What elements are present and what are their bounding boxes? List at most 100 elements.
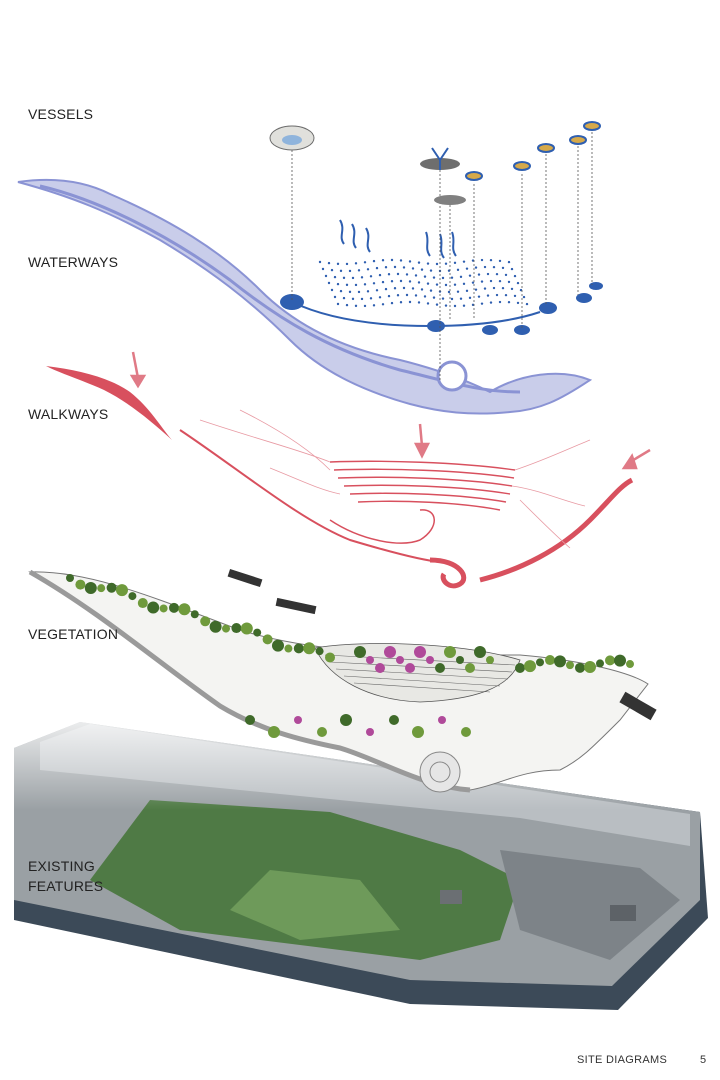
water-dot [372,282,376,285]
water-dot [504,273,508,277]
water-dot [492,286,496,290]
water-dot [516,301,520,305]
water-pools [280,282,603,335]
vegetation-label: VEGETATION [28,626,119,642]
vegetation-dark-block-3 [619,691,657,721]
water-dot [390,258,394,262]
water-dot [432,296,436,299]
water-dot [507,280,511,284]
vegetation-dark-block [227,568,263,588]
water-dot [492,265,496,269]
water-dot [336,302,340,306]
water-dot [372,259,376,263]
water-dot [345,262,349,266]
water-dot [411,287,415,290]
walkway-branches [199,409,591,549]
water-dot [321,267,325,271]
water-dot [360,297,364,301]
water-dot [423,295,427,298]
blossom-tree [366,728,374,736]
tree [293,643,304,654]
water-dot [387,294,391,298]
tree [159,604,168,613]
vegetation-circle-pier [419,751,461,793]
water-dot [444,304,448,307]
waterway-circle-basin [436,360,468,392]
water-dot [378,273,382,277]
water-dot [459,297,463,300]
tree [209,620,222,633]
blossom-tree [426,656,434,664]
water-dot [339,289,343,293]
water-dot [333,275,337,279]
water-dot [378,296,382,299]
tree [178,603,191,616]
tree [465,663,475,673]
water-dot [462,282,466,286]
tree [456,656,464,664]
vessel-turbine-blades [431,147,449,170]
water-dot [426,262,430,265]
water-dot [453,283,457,286]
water-dot [471,303,475,307]
aerial-building-2 [610,905,636,921]
tree [84,582,97,595]
water-dot [456,268,460,272]
water-dot [522,295,526,299]
water-dot [396,294,400,297]
water-dot [339,269,343,273]
water-dot [324,274,328,278]
water-dot [384,287,388,291]
tree [303,642,316,655]
water-dot [495,272,499,276]
water-dot [345,283,349,287]
water-dot [417,281,421,284]
water-dot [318,260,322,264]
water-dot [366,268,370,271]
water-dot [330,288,334,292]
water-dot [342,276,346,280]
water-dot [453,304,457,308]
rain-arrows [339,219,457,259]
water-dot [462,260,466,263]
tree [626,660,634,669]
water-dot [429,269,433,272]
water-dot [414,294,418,297]
water-dot [501,286,505,290]
aerial-parking-lot [500,850,680,960]
tree [545,655,555,666]
water-dot [330,268,334,272]
water-dot [507,300,511,304]
water-dot [489,258,493,262]
waterways-layer [17,178,603,415]
water-dot [369,275,373,278]
water-dot [369,297,373,300]
water-dot [468,296,472,300]
water-dot [498,279,502,283]
water-dot [432,276,436,279]
water-dot [516,281,520,285]
water-dot [489,301,493,304]
vegetation-layer [28,568,657,793]
blossom-tree [375,663,385,673]
water-dot [396,272,400,276]
vegetation-dark-block-2 [275,597,317,615]
vegetation-edge-band [28,569,471,793]
water-dot [333,295,337,299]
tree [354,646,366,658]
vessel-cisterns [465,121,601,181]
tree [317,727,327,737]
water-dot [420,268,424,271]
tree [137,598,148,609]
tree [524,660,536,673]
water-dot [420,288,424,291]
walkways-label: WALKWAYS [28,406,109,422]
water-dot [342,296,346,300]
blossom-tree [405,663,415,673]
vessels-layer [269,121,601,380]
tree [412,726,424,738]
waterways-label: WATERWAYS [28,254,119,270]
water-dot [402,286,406,290]
water-dot [435,303,439,306]
